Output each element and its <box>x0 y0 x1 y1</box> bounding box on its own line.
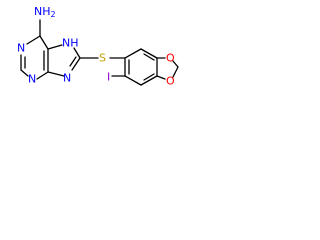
atom-labels: NH2 N N NH N S I O O <box>17 5 175 88</box>
bond <box>140 48 158 59</box>
amine-subscript: 2 <box>51 10 56 19</box>
bond <box>71 57 81 71</box>
molecule-diagram: NH2 N N NH N S I O O <box>0 0 191 147</box>
bond <box>172 60 179 68</box>
bond <box>69 56 77 67</box>
n-pyrimidine-upper-label: N <box>17 42 25 55</box>
nh-imidazole-label: NH <box>62 37 79 50</box>
bond <box>124 48 142 59</box>
bond <box>26 35 41 45</box>
structure-svg: NH2 N N NH N S I O O <box>17 5 179 88</box>
amine-label: NH2 <box>34 5 56 19</box>
bond <box>39 35 49 50</box>
bond <box>172 66 179 78</box>
oxygen-upper-label: O <box>166 52 175 65</box>
bond <box>140 75 158 86</box>
iodine-label: I <box>107 71 110 84</box>
bond <box>36 71 49 80</box>
n-imidazole-lower-label: N <box>63 72 71 85</box>
sulfur-label: S <box>99 52 106 65</box>
bond <box>143 73 155 81</box>
bond <box>124 75 142 86</box>
bond <box>73 47 81 59</box>
oxygen-lower-label: O <box>166 75 175 88</box>
bond <box>47 71 65 77</box>
bond <box>20 69 29 77</box>
bond <box>143 53 155 61</box>
bond <box>156 75 166 80</box>
bonds <box>20 19 179 86</box>
bond <box>47 44 63 50</box>
n-pyrimidine-lower-label: N <box>28 73 36 86</box>
amine-nh-text: NH <box>34 5 51 18</box>
